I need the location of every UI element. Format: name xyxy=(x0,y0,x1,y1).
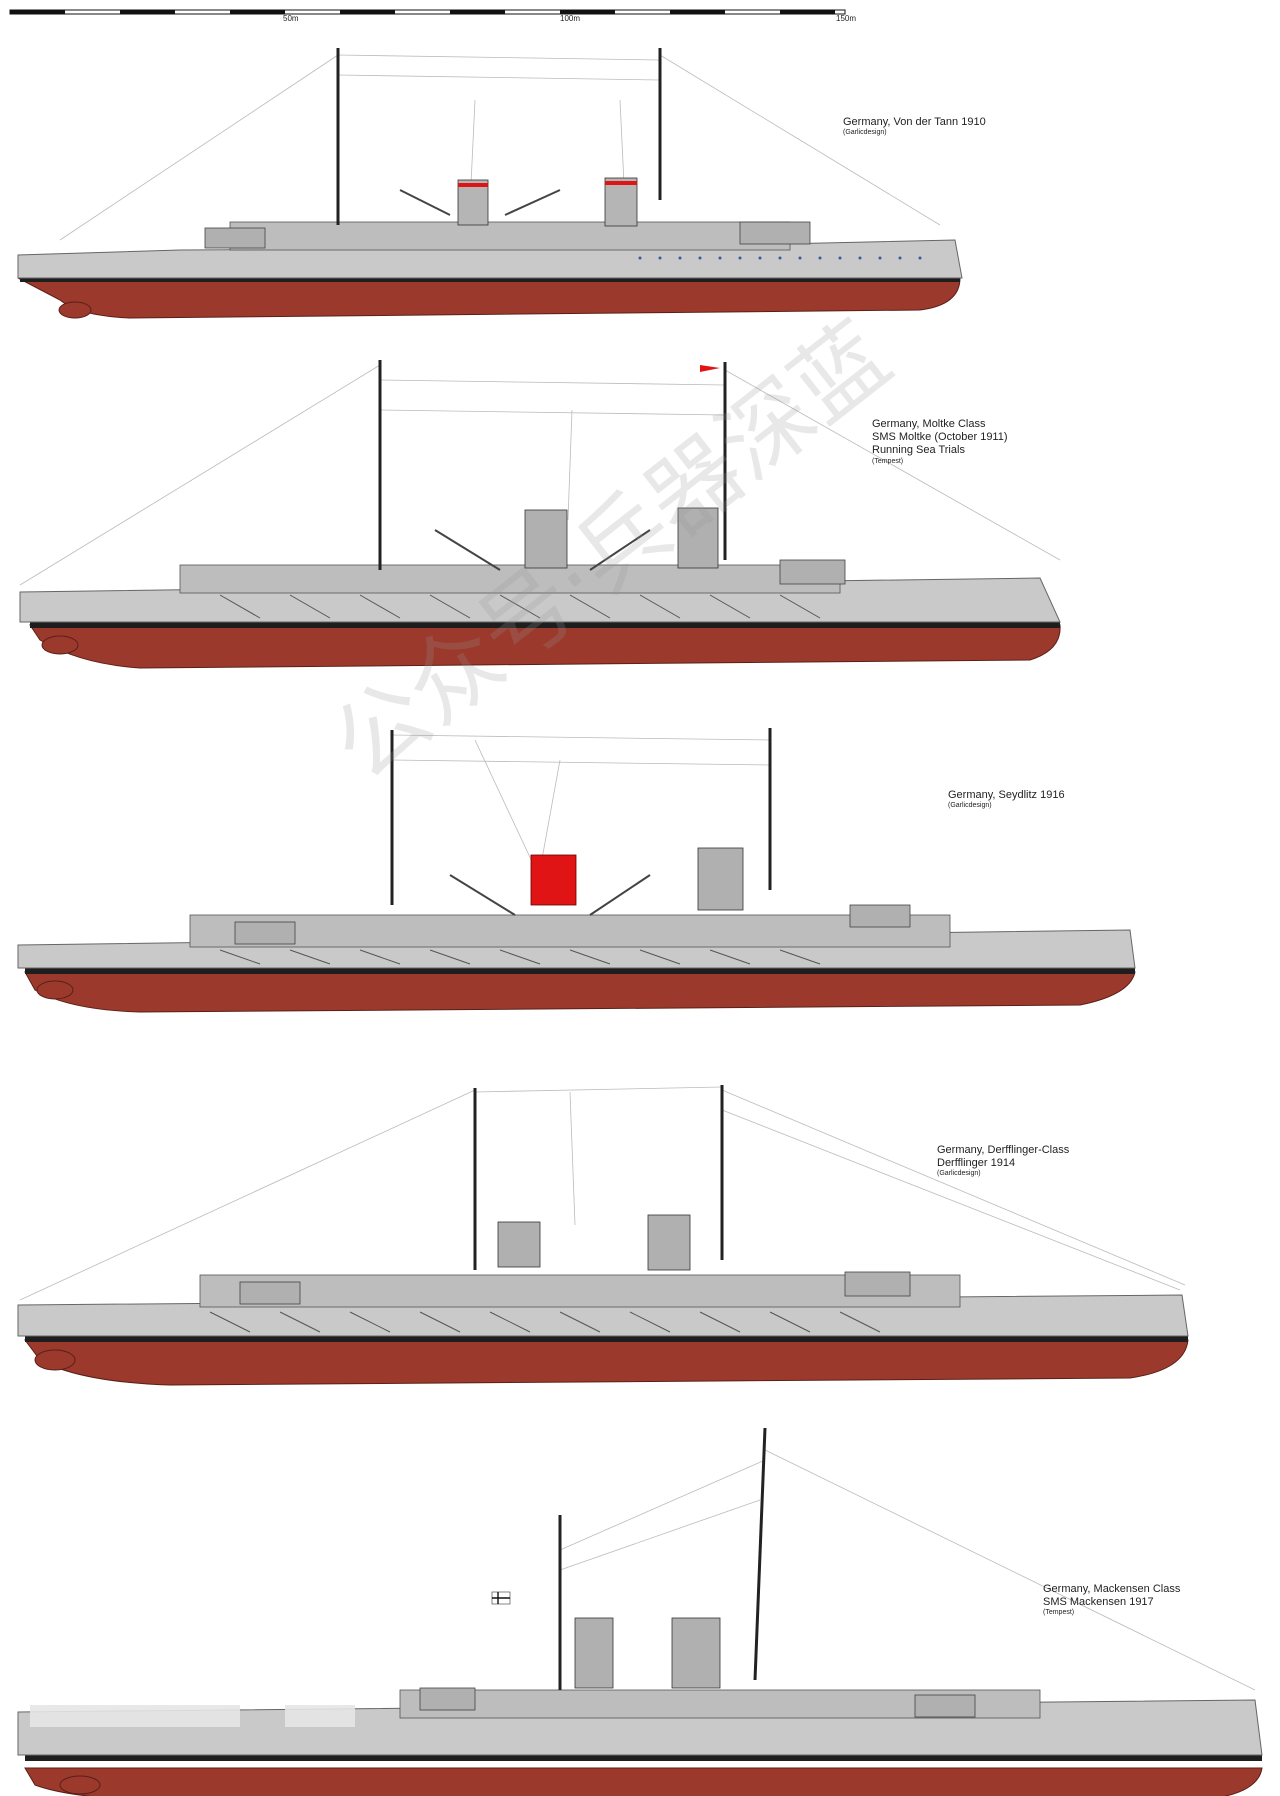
ship-seydlitz xyxy=(17,728,1136,1013)
caption-line: SMS Moltke (October 1911) xyxy=(872,431,1008,444)
boot-topping xyxy=(20,276,960,282)
portholes xyxy=(638,256,922,260)
funnel-fore xyxy=(524,509,568,569)
superstructure xyxy=(229,221,791,251)
rigging-lines xyxy=(19,1086,1186,1301)
caption-line: Derfflinger 1914 xyxy=(937,1157,1016,1170)
lower-hull xyxy=(29,624,1061,669)
caption-line: Germany, Derfflinger-Class xyxy=(937,1144,1070,1156)
caption-seydlitz: Germany, Seydlitz 1916 (Garlicdesign) xyxy=(948,789,1065,811)
imperial-ensign-flag xyxy=(491,1591,511,1605)
turret-fwd xyxy=(739,221,811,245)
lower-hull xyxy=(24,1767,1263,1796)
funnel-aft xyxy=(647,1214,691,1271)
boot-topping xyxy=(25,968,1135,974)
scale-label-150m: 150m xyxy=(836,14,857,23)
caption-line: Germany, Seydlitz 1916 xyxy=(948,789,1065,801)
caption-line: Running Sea Trials xyxy=(872,444,965,457)
ship-von-der-tann xyxy=(17,48,963,319)
funnel-fore xyxy=(497,1221,541,1268)
turret-aft xyxy=(234,921,296,945)
caption-line: Germany, Von der Tann 1910 xyxy=(843,116,986,128)
boot-topping xyxy=(25,1336,1188,1342)
scale-bar xyxy=(9,9,846,15)
hull-plating-lines xyxy=(219,949,821,965)
lower-hull xyxy=(24,971,1136,1013)
rigging-lines xyxy=(59,54,941,241)
scale-label-50m: 50m xyxy=(283,14,299,23)
turret-fwd xyxy=(849,904,911,928)
turret-fwd xyxy=(914,1694,976,1718)
turret-fwd xyxy=(779,559,846,585)
turret-aft xyxy=(239,1281,301,1305)
rigging-lines xyxy=(19,364,1061,586)
funnel-fore xyxy=(530,854,577,906)
superstructure xyxy=(179,564,841,594)
funnel-aft-band xyxy=(605,181,637,185)
funnel-aft xyxy=(677,507,719,569)
turret-aft xyxy=(204,227,266,249)
caption-line: SMS Mackensen 1917 xyxy=(1043,1596,1154,1609)
ship-derfflinger xyxy=(17,1085,1189,1386)
superstructure xyxy=(199,1274,961,1308)
rigging-lines xyxy=(559,1449,1256,1691)
superstructure xyxy=(189,914,951,948)
caption-credit: (Garlicdesign) xyxy=(948,802,992,810)
caption-moltke: Germany, Moltke Class SMS Moltke (Octobe… xyxy=(872,418,1008,466)
caption-line: Germany, Mackensen Class xyxy=(1043,1583,1181,1595)
funnel-aft xyxy=(671,1617,721,1689)
lower-hull xyxy=(24,1339,1189,1386)
caption-von-der-tann: Germany, Von der Tann 1910 (Garlicdesign… xyxy=(843,116,986,138)
caption-derfflinger: Germany, Derfflinger-Class Derfflinger 1… xyxy=(937,1144,1069,1179)
caption-mackensen: Germany, Mackensen Class SMS Mackensen 1… xyxy=(1043,1583,1180,1618)
ship-mackensen xyxy=(17,1427,1263,1796)
funnel-fore xyxy=(574,1617,614,1689)
boot-topping xyxy=(25,1755,1262,1761)
funnel-fore xyxy=(457,179,489,226)
boot-topping xyxy=(30,622,1060,628)
funnel-fore-band xyxy=(458,183,488,187)
caption-credit: (Tempest) xyxy=(872,457,904,465)
lower-hull xyxy=(17,277,961,319)
blur-mask xyxy=(30,1705,355,1727)
caption-credit: (Garlicdesign) xyxy=(937,1170,981,1178)
ship-moltke xyxy=(19,360,1061,669)
funnel-aft xyxy=(697,847,744,911)
turret-fwd xyxy=(844,1271,911,1297)
turret-aft xyxy=(419,1687,476,1711)
funnel-aft xyxy=(604,177,638,227)
caption-credit: (Tempest) xyxy=(1043,1609,1075,1617)
caption-credit: (Garlicdesign) xyxy=(843,129,887,137)
mast-fwd xyxy=(753,1427,767,1681)
scale-label-100m: 100m xyxy=(560,14,581,23)
hull-plating-lines xyxy=(219,594,821,619)
ensign-flag xyxy=(700,365,720,372)
caption-line: Germany, Moltke Class xyxy=(872,418,986,430)
hull-plating-lines xyxy=(209,1311,881,1333)
